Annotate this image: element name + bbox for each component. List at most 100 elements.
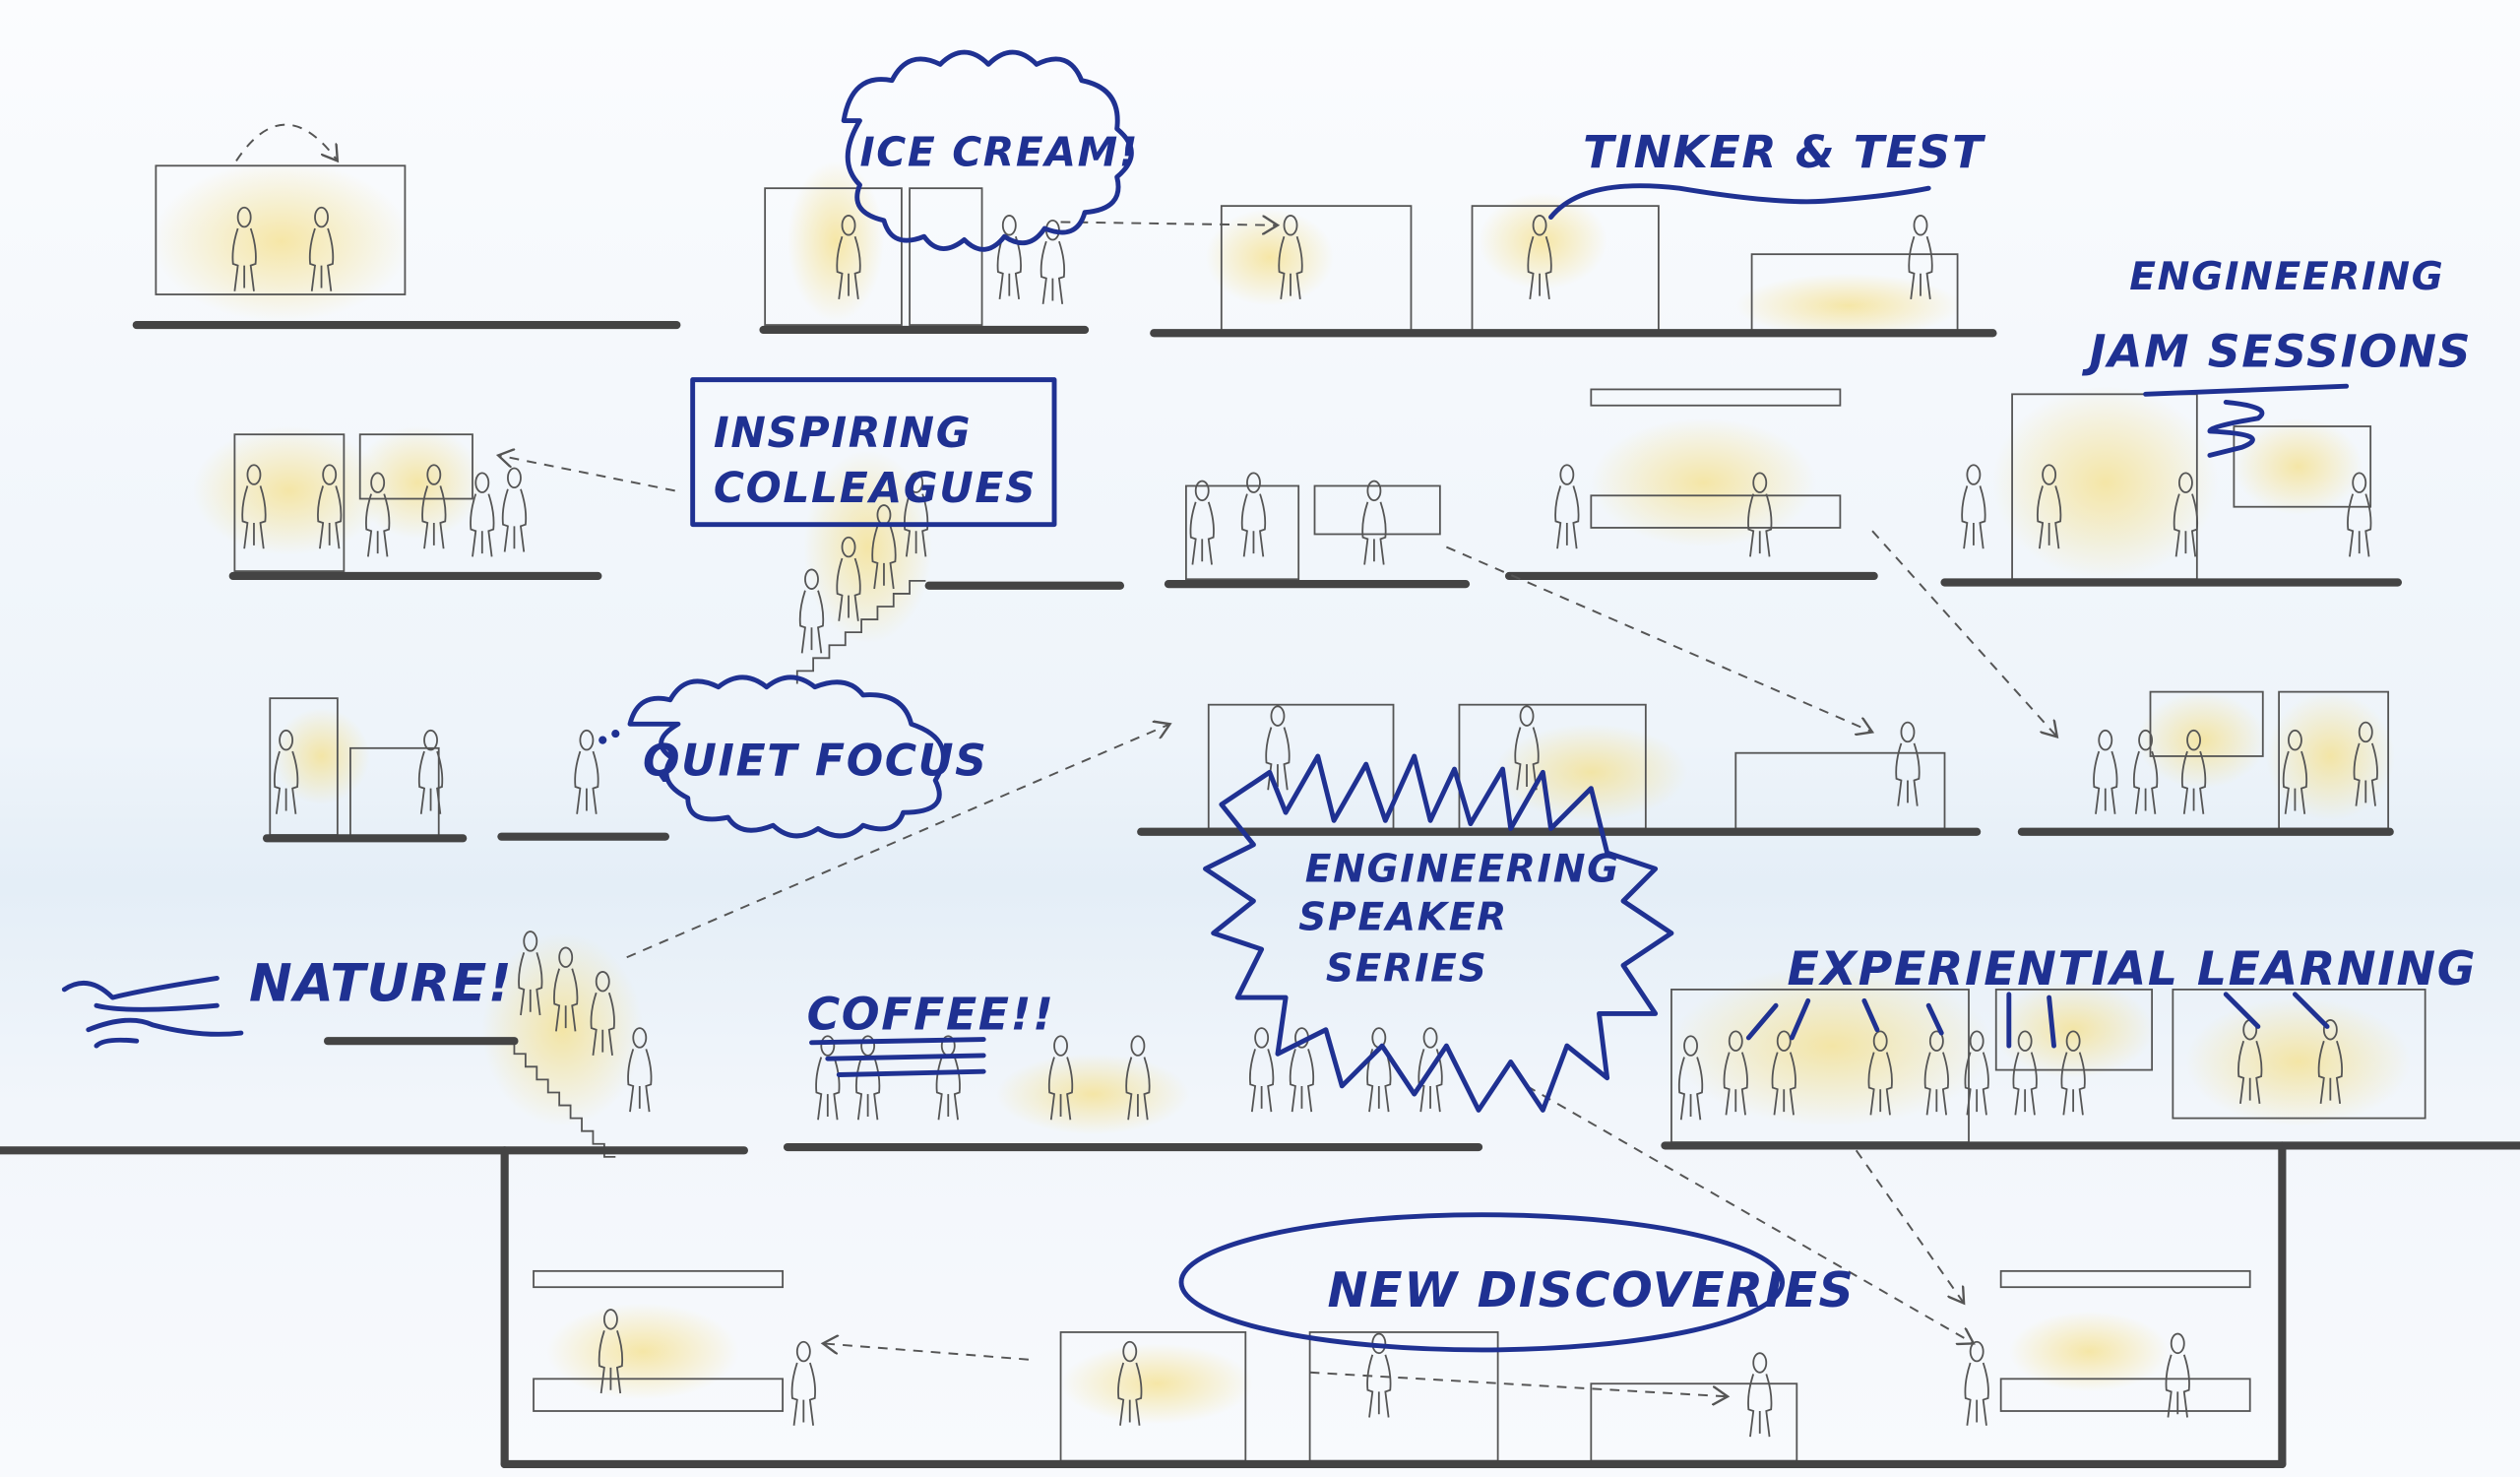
person-figure bbox=[2317, 1019, 2343, 1105]
tinker-test-callout: TINKER & TEST bbox=[1548, 126, 1984, 221]
person-head bbox=[507, 467, 522, 488]
person-figure bbox=[2037, 464, 2062, 549]
person-figure bbox=[2180, 729, 2207, 814]
person-body bbox=[1240, 493, 1267, 557]
person-head bbox=[2170, 1332, 2185, 1355]
person-figure bbox=[1249, 1027, 1275, 1113]
person-figure bbox=[836, 215, 861, 300]
person-head bbox=[2042, 464, 2057, 485]
person-body bbox=[903, 493, 929, 557]
person-head bbox=[1001, 215, 1017, 236]
person-body bbox=[627, 1049, 653, 1113]
quiet-focus-label: QUIET FOCUS bbox=[643, 737, 987, 787]
person-head bbox=[841, 215, 856, 236]
dashed-arrow bbox=[1855, 1149, 1964, 1303]
callout-ellipse bbox=[1178, 1212, 1786, 1353]
light-glow bbox=[1479, 193, 1607, 290]
person-body bbox=[935, 1057, 961, 1121]
person-head bbox=[804, 568, 819, 590]
wind-icon bbox=[61, 976, 244, 1049]
person-figure bbox=[273, 729, 299, 814]
person-body bbox=[1747, 1374, 1773, 1438]
person-body bbox=[317, 485, 343, 549]
person-body bbox=[1923, 1052, 1949, 1116]
person-body bbox=[2282, 750, 2308, 814]
person-figure bbox=[1747, 1352, 1773, 1438]
person-figure bbox=[1047, 1035, 1074, 1121]
person-figure bbox=[935, 1035, 961, 1121]
person-head bbox=[841, 536, 856, 558]
person-body bbox=[1366, 1354, 1392, 1418]
light-glow bbox=[1992, 981, 2154, 1078]
furniture-box bbox=[1999, 1269, 2251, 1289]
person-body bbox=[1361, 501, 1387, 565]
person-body bbox=[855, 1057, 881, 1121]
person-head bbox=[2017, 1030, 2033, 1052]
person-body bbox=[1908, 235, 1933, 300]
furniture-box bbox=[2172, 989, 2426, 1120]
person-head bbox=[2358, 721, 2373, 743]
person-body bbox=[308, 227, 335, 291]
person-body bbox=[1527, 235, 1552, 300]
person-head bbox=[1683, 1035, 1698, 1057]
person-head bbox=[602, 1309, 618, 1330]
light-glows bbox=[153, 161, 2411, 1425]
person-body bbox=[2060, 1052, 2086, 1116]
person-body bbox=[1117, 1362, 1143, 1426]
person-figure bbox=[241, 464, 267, 549]
person-head bbox=[795, 1340, 811, 1363]
person-head bbox=[1559, 464, 1575, 485]
stair bbox=[795, 579, 926, 684]
person-body bbox=[598, 1330, 624, 1394]
furniture-box bbox=[764, 187, 903, 326]
person-figure bbox=[1240, 472, 1267, 557]
person-figure bbox=[1964, 1340, 1989, 1426]
person-body bbox=[518, 952, 543, 1016]
dashed-arrow bbox=[1060, 222, 1278, 225]
person-body bbox=[470, 493, 495, 557]
person-body bbox=[2317, 1040, 2343, 1105]
starburst-shape bbox=[1203, 753, 1674, 1113]
person-figure bbox=[815, 1035, 841, 1121]
person-body bbox=[1265, 727, 1291, 791]
experiential-label: EXPERIENTIAL LEARNING bbox=[1788, 942, 2478, 996]
person-body bbox=[798, 590, 825, 654]
light-glow bbox=[481, 932, 644, 1126]
light-glow bbox=[353, 426, 482, 540]
person-head bbox=[423, 729, 438, 751]
person-figure bbox=[1677, 1035, 1704, 1121]
person-body bbox=[1723, 1052, 1748, 1116]
person-body bbox=[417, 750, 444, 814]
coffee-callout: COFFEE!! bbox=[807, 989, 1053, 1077]
person-head bbox=[1969, 1340, 1984, 1363]
person-head bbox=[2098, 729, 2113, 751]
person-head bbox=[1122, 1340, 1138, 1363]
quiet-focus-callout: QUIET FOCUS bbox=[598, 674, 987, 839]
person-figure bbox=[1961, 464, 1986, 549]
person-figure bbox=[1361, 480, 1387, 565]
person-body bbox=[2347, 493, 2372, 557]
person-figure bbox=[231, 206, 257, 291]
person-head bbox=[1900, 721, 1916, 743]
person-body bbox=[1047, 1057, 1074, 1121]
person-body bbox=[2180, 750, 2207, 814]
person-figure bbox=[598, 1309, 624, 1394]
person-head bbox=[370, 472, 386, 493]
furniture-box bbox=[358, 433, 473, 500]
light-glow bbox=[996, 1054, 1190, 1134]
dashed-arrow bbox=[1526, 1085, 1974, 1343]
person-body bbox=[1964, 1362, 1989, 1426]
jam-label-line1: ENGINEERING bbox=[2129, 255, 2444, 299]
person-figure bbox=[553, 946, 579, 1032]
underline-swoosh bbox=[1548, 183, 1931, 221]
person-head bbox=[2352, 472, 2367, 493]
callout-box bbox=[690, 377, 1057, 528]
person-figure bbox=[317, 464, 343, 549]
new-discoveries-callout: NEW DISCOVERIES bbox=[1178, 1212, 1854, 1353]
person-figure bbox=[798, 568, 825, 654]
furniture-box bbox=[1590, 388, 1842, 407]
person-body bbox=[1249, 1049, 1275, 1113]
person-body bbox=[815, 1057, 841, 1121]
light-glow bbox=[546, 1303, 740, 1400]
